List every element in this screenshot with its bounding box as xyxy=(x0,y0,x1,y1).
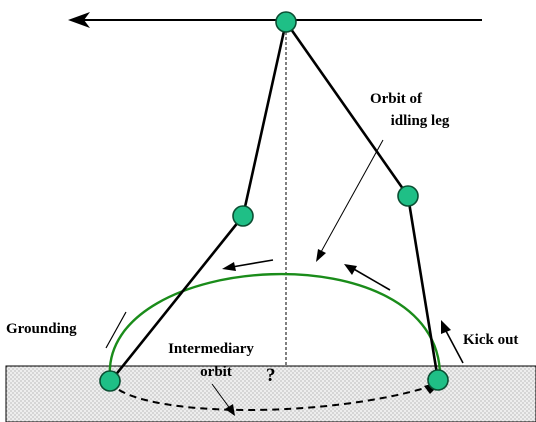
kick-out-arrow-head xyxy=(441,320,451,334)
left-foot-joint xyxy=(99,370,121,392)
orbit-arrow-left-shaft xyxy=(231,259,274,268)
body-travel-arrowhead xyxy=(68,12,90,28)
intermediary-label-line1: Intermediary xyxy=(168,341,254,357)
right-thigh xyxy=(284,21,410,197)
orbit-label-pointer xyxy=(320,139,384,253)
left-thigh xyxy=(241,21,288,217)
question-mark-label: ? xyxy=(266,365,276,386)
grounding-pointer xyxy=(105,311,127,349)
intermediary-label-line2: orbit xyxy=(200,364,232,380)
hip-joint xyxy=(275,11,297,33)
intermediary-pointer-head xyxy=(225,404,235,416)
intermediary-orbit xyxy=(109,381,439,412)
idling-leg-orbit xyxy=(108,272,442,379)
right-knee-joint xyxy=(397,185,419,207)
right-foot-joint xyxy=(427,369,449,391)
orbit-label-line2: idling leg xyxy=(391,113,450,129)
intermediary-pointer xyxy=(211,383,232,411)
left-shank xyxy=(108,215,245,383)
orbit-label-line1: Orbit of xyxy=(370,91,423,107)
orbit-arrow-right-head xyxy=(344,264,357,275)
kick-out-arrow-shaft xyxy=(445,330,464,364)
orbit-label-pointer-head xyxy=(316,249,326,262)
right-shank xyxy=(406,195,440,381)
grounding-label: Grounding xyxy=(6,321,77,337)
orbit-arrow-left-head xyxy=(222,262,236,271)
kick-out-label: Kick out xyxy=(463,332,518,348)
left-knee-joint xyxy=(232,205,254,227)
orbit-arrow-right-shaft xyxy=(351,267,391,291)
